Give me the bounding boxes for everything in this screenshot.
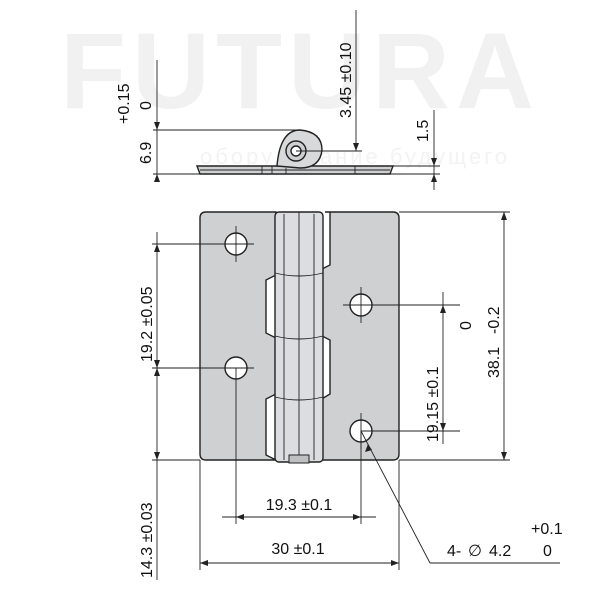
hole-diameter-label: 4.2	[489, 543, 511, 560]
hole-spacing-left-label: 19.2 ±0.05	[139, 286, 156, 362]
pin-end	[288, 454, 310, 464]
hole-count-label: 4-	[447, 543, 461, 560]
height-tol-zero-label: 0	[458, 321, 475, 330]
side-height-label: 6.9	[138, 142, 155, 164]
hole-pitch-label: 19.3 ±0.1	[266, 497, 333, 514]
hole-diameter-symbol: ∅	[468, 543, 482, 560]
bottom-offset-label: 14.3 ±0.03	[139, 502, 156, 578]
watermark-brand: FUTURA	[60, 10, 540, 131]
total-height-label: 38.1	[486, 347, 503, 378]
height-tol-minus-label: -0.2	[486, 306, 503, 334]
thickness-label: 1.5	[415, 120, 432, 142]
side-view: 6.9 0 +0.15 3.45 ±0.10 1.5	[116, 10, 440, 190]
hole-tol-zero-label: 0	[543, 543, 552, 560]
watermark-tagline: оборудование будущего	[200, 144, 510, 169]
knuckle-offset-label: 3.45 ±0.10	[338, 42, 355, 118]
hole-tol-plus-label: +0.1	[531, 521, 563, 538]
side-tol-zero-label: 0	[138, 101, 155, 110]
right-leaf	[319, 211, 400, 461]
front-view: 19.2 ±0.05 14.3 ±0.03 19.15 ±0.1 38.1 -0…	[139, 211, 563, 580]
side-tol-plus-label: +0.15	[116, 83, 133, 124]
total-width-label: 30 ±0.1	[271, 541, 324, 558]
hole-spacing-right-label: 19.15 ±0.1	[425, 366, 442, 442]
